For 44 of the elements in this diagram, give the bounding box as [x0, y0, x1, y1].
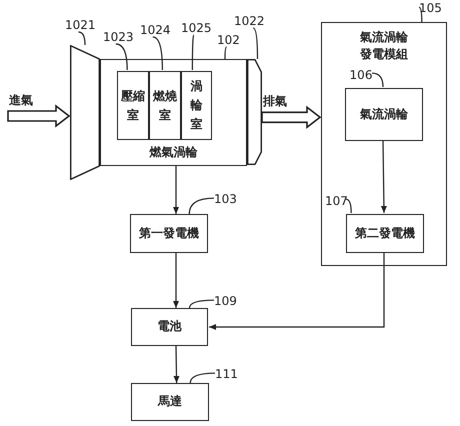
callout-number: 111 — [215, 368, 235, 381]
block-arrow — [261, 106, 322, 129]
heading-text: 燃氣渦輪 — [150, 145, 198, 161]
callout-number: 1024 — [140, 24, 172, 37]
callout-number: 102 — [217, 34, 241, 47]
leader-line — [190, 372, 216, 384]
process-box: 氣流渦輪 — [345, 88, 423, 141]
heading-text: 氣流渦輪發電模組 — [359, 29, 409, 63]
leader-line — [372, 72, 384, 88]
leader-line — [116, 43, 128, 70]
leader-line — [188, 198, 214, 214]
leader-line — [346, 198, 352, 214]
block-arrow — [7, 104, 70, 128]
module-box — [321, 22, 447, 266]
leader-line — [78, 31, 86, 46]
arrow — [173, 253, 179, 308]
arrow — [209, 252, 385, 330]
leader-line — [152, 36, 163, 70]
callout-number: 107 — [325, 195, 347, 208]
leader-line — [418, 6, 422, 22]
process-box: 第一發電機 — [130, 214, 208, 253]
arrow — [380, 140, 387, 213]
process-box: 馬達 — [131, 383, 209, 421]
leader-line — [188, 300, 214, 308]
chamber-box: 壓縮室 — [117, 71, 149, 140]
chamber-box: 燃燒室 — [149, 71, 181, 140]
leader-line — [192, 34, 194, 70]
leader-line — [252, 28, 258, 59]
callout-number: 1025 — [181, 22, 213, 35]
callout-number: 109 — [214, 295, 238, 308]
turbine-box — [100, 59, 247, 166]
callout-number: 103 — [214, 193, 238, 206]
arrow — [173, 346, 180, 384]
process-box: 電池 — [131, 308, 208, 346]
chamber-box: 渦輪室 — [181, 71, 212, 140]
leader-line — [224, 46, 228, 59]
callout-number: 1021 — [65, 19, 95, 32]
callout-number: 1022 — [234, 15, 266, 28]
process-box: 第二發電機 — [346, 214, 424, 253]
callout-number: 1023 — [103, 31, 135, 44]
edge-label: 進氣 — [9, 92, 33, 109]
arrow — [173, 166, 179, 214]
callout-number: 105 — [419, 2, 445, 15]
callout-number: 106 — [349, 69, 373, 82]
